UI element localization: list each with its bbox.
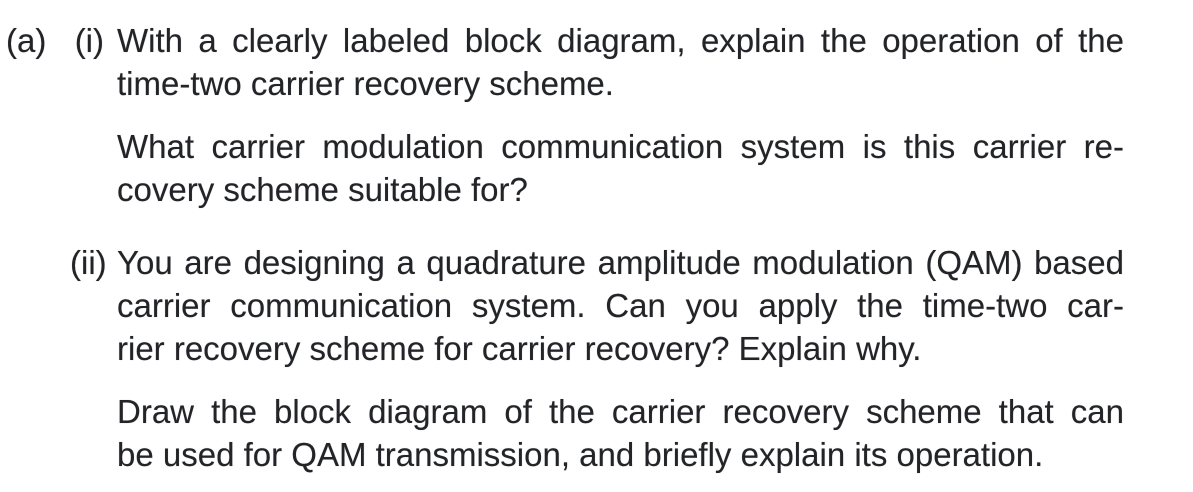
subpart-ii-body: You are designing a quadrature amplitude… — [117, 241, 1124, 476]
question-line: time-two carrier recovery scheme. — [117, 65, 614, 102]
paragraph: You are designing a quadrature amplitude… — [117, 241, 1124, 370]
subpart-i-body: With a clearly labeled block diagram, ex… — [117, 19, 1124, 211]
question-line: Draw the block diagram of the carrier re… — [117, 393, 1124, 430]
subpart-i-label: (i) — [74, 22, 104, 59]
part-label: (a) — [6, 22, 47, 59]
subpart-ii: (ii) You are designing a quadrature ampl… — [70, 241, 1193, 476]
question-line: You are designing a quadrature amplitude… — [117, 244, 1124, 281]
subparts-container: (i) With a clearly labeled block diagram… — [70, 19, 1193, 476]
paragraph: What carrier modulation communication sy… — [117, 125, 1124, 211]
question-part-a: (a) (i) With a clearly labeled block dia… — [6, 19, 1193, 476]
question-line: carrier communication system. Can you ap… — [117, 287, 1124, 324]
subpart-i: (i) With a clearly labeled block diagram… — [70, 19, 1193, 211]
question-line: covery scheme suitable for? — [117, 171, 528, 208]
question-line: With a clearly labeled block diagram, ex… — [117, 22, 1124, 59]
paragraph: Draw the block diagram of the carrier re… — [117, 390, 1124, 476]
question-line: rier recovery scheme for carrier recover… — [117, 330, 922, 367]
question-line: What carrier modulation communication sy… — [117, 128, 1124, 165]
subpart-ii-label: (ii) — [70, 244, 107, 281]
question-line: be used for QAM transmission, and briefl… — [117, 436, 1044, 473]
paragraph: With a clearly labeled block diagram, ex… — [117, 19, 1124, 105]
